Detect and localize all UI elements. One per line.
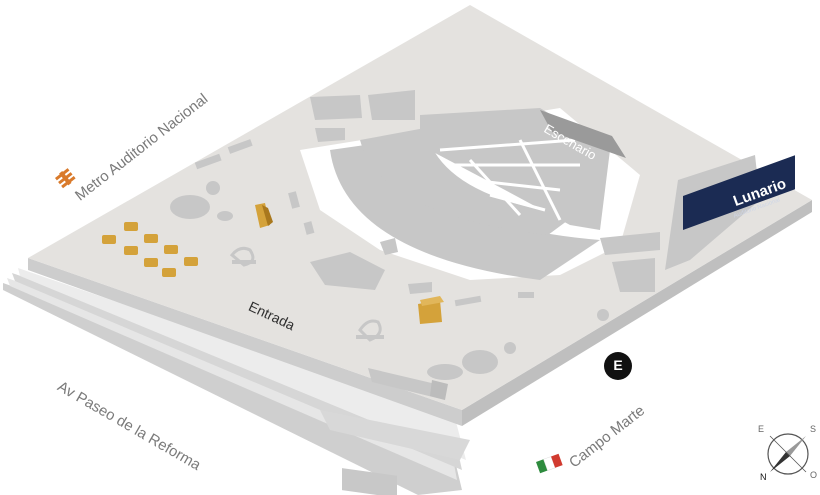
auditorium — [300, 90, 640, 280]
metro-icon — [55, 168, 76, 189]
plaza-elements — [170, 139, 609, 400]
street-layers — [3, 268, 470, 495]
exit-marker-label: E — [613, 357, 623, 373]
crescent-moon-icon — [700, 226, 719, 240]
stage — [540, 110, 626, 158]
kiosks — [102, 203, 444, 324]
compass-icon — [767, 433, 809, 475]
lunario-sign[interactable]: Lunario Auditorio Nacional — [683, 155, 795, 248]
compass-n: N — [760, 472, 767, 482]
compass-e: E — [758, 424, 765, 434]
compass-s: S — [810, 424, 817, 434]
compass-o: O — [810, 470, 818, 480]
exit-marker[interactable] — [604, 352, 632, 380]
campo-marte-flag-icon — [536, 453, 563, 474]
compass: E S N O — [758, 424, 818, 482]
